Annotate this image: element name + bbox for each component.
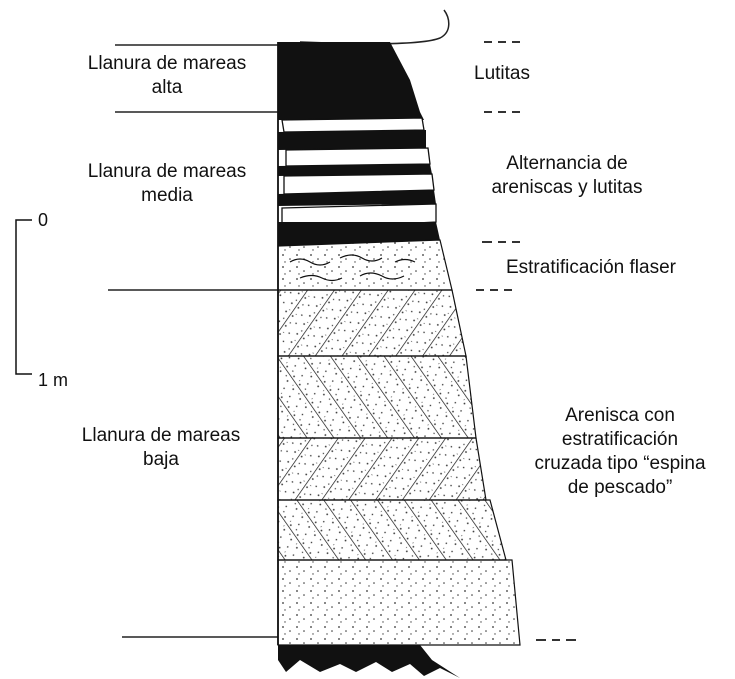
zone-label-lower: Llanura de mareas baja bbox=[56, 424, 266, 472]
zone-label-middle: Llanura de mareas media bbox=[62, 160, 272, 208]
crossbed-set bbox=[277, 499, 507, 561]
flaser-drapes bbox=[289, 254, 416, 282]
flaser-layer bbox=[277, 239, 453, 291]
zone-label-line: baja bbox=[143, 449, 179, 470]
zone-label-line: alta bbox=[151, 77, 183, 98]
zone-label-line: Llanura de mareas bbox=[87, 53, 247, 74]
lutitas-layer bbox=[278, 42, 420, 112]
mud-layer bbox=[278, 222, 440, 246]
zone-label-line: media bbox=[141, 185, 193, 206]
unit-label-line: estratificación bbox=[561, 429, 679, 450]
scale-label-top: 0 bbox=[38, 210, 49, 230]
unit-label-flaser: Estratificación flaser bbox=[476, 256, 706, 280]
column-top-curl bbox=[299, 9, 450, 45]
crossbed-set bbox=[277, 355, 477, 439]
sand-lens bbox=[281, 117, 425, 133]
zone-label-line: Llanura de mareas bbox=[81, 425, 241, 446]
scale-bar bbox=[15, 219, 32, 375]
unit-label-herringbone: Arenisca con estratificación cruzada tip… bbox=[522, 404, 718, 500]
unit-label-line: Arenisca con bbox=[565, 405, 675, 426]
sandstone-base bbox=[277, 559, 521, 646]
unit-label-alternancia: Alternancia de areniscas y lutitas bbox=[462, 152, 672, 200]
mud-layer bbox=[278, 164, 432, 176]
unit-label-line: Estratificación flaser bbox=[505, 257, 676, 278]
unit-label-line: areniscas y lutitas bbox=[491, 177, 643, 198]
unit-label-line: de pescado” bbox=[567, 477, 673, 498]
mud-layer bbox=[278, 190, 436, 206]
crossbed-set bbox=[277, 437, 487, 501]
contact-markers bbox=[476, 41, 576, 641]
scale-label-bottom: 1 m bbox=[38, 370, 69, 390]
unit-label-line: cruzada tipo “espina bbox=[534, 453, 706, 474]
unit-label-lutitas: Lutitas bbox=[452, 62, 552, 86]
mud-layer bbox=[278, 130, 426, 150]
zone-label-line: Llanura de mareas bbox=[87, 161, 247, 182]
column-base bbox=[278, 645, 460, 678]
unit-label-line: Alternancia de bbox=[506, 153, 628, 174]
crossbed-set bbox=[277, 289, 467, 357]
zone-label-upper: Llanura de mareas alta bbox=[62, 52, 272, 100]
sand-lens bbox=[285, 147, 431, 167]
unit-label-line: Lutitas bbox=[474, 63, 530, 84]
